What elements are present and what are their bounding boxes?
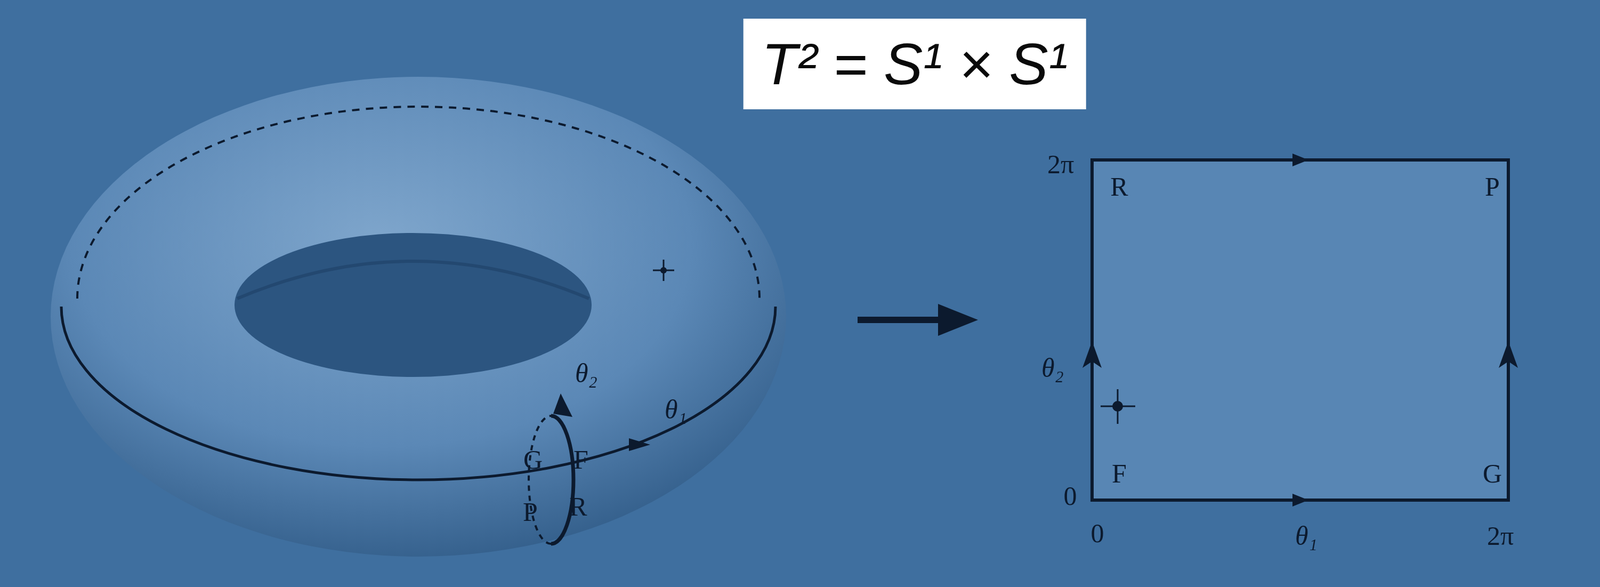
corner-label: R [569,493,587,520]
top-circle [77,106,760,299]
theta2-circle [551,415,574,544]
hole-rim [237,261,589,299]
corner-label: R [1110,173,1128,200]
arrowhead [1498,341,1518,368]
angle-label: θ₁ [664,396,688,423]
title-box: T² = S¹ × S¹ [743,18,1087,110]
map-arrowhead [938,303,979,336]
angle-label: θ₁ [1295,522,1318,549]
arrowhead [1082,341,1102,368]
angle-label: θ₂ [1041,354,1064,382]
theta1-circle [61,306,776,480]
torus-body [50,76,787,557]
arrowhead [628,438,651,451]
axis-value: 0 [1091,519,1105,547]
axis-value: 2π [1047,150,1074,178]
angle-label: θ₂ [575,359,598,387]
axis-value: 2π [1487,522,1514,549]
square-domain [1092,159,1509,500]
point-marker [652,259,675,281]
arrowhead [1292,153,1309,167]
corner-label: G [523,446,543,473]
corner-label: G [1482,459,1502,487]
point [660,267,667,274]
corner-label: P [1484,173,1500,200]
torus-hole [234,232,592,377]
arrowhead [1292,493,1309,507]
point [1112,400,1123,412]
map-arrow [857,316,944,323]
axis-value: 0 [1063,482,1078,509]
point-marker [1100,389,1136,424]
corner-label: F [573,446,589,473]
corner-label: F [1111,459,1127,487]
corner-label: P [522,498,538,525]
arrowhead [553,393,573,417]
